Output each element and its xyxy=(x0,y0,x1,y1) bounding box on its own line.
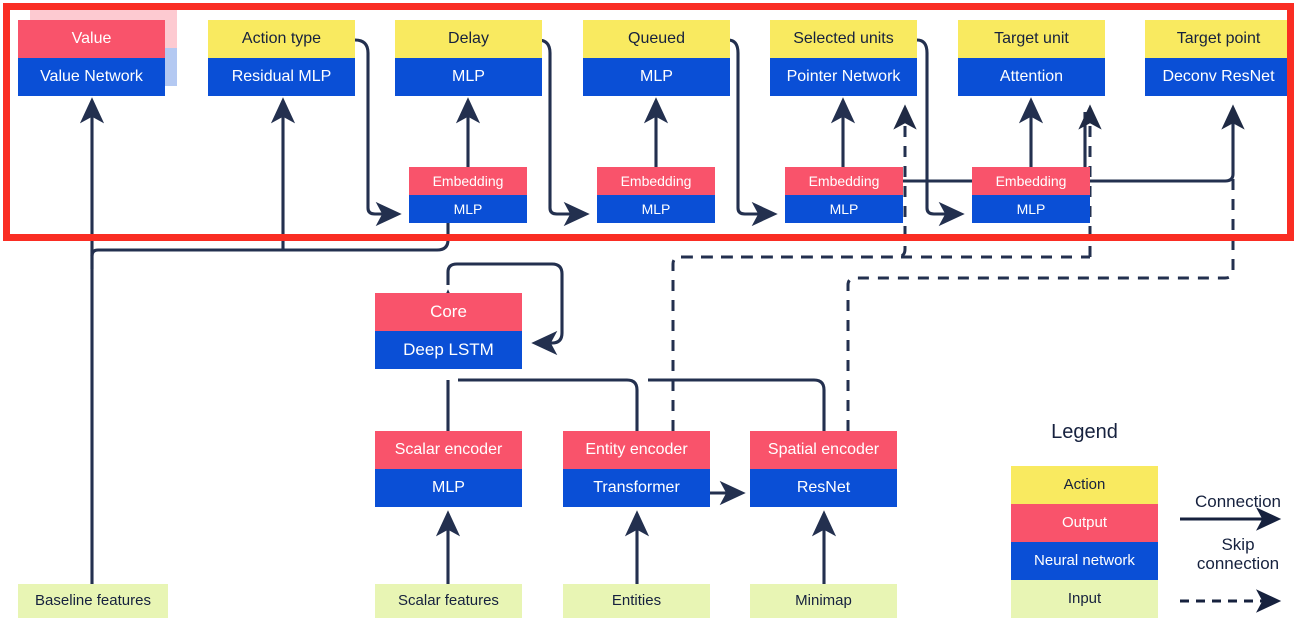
node-core[interactable]: Core Deep LSTM xyxy=(375,293,522,369)
node-selected-units[interactable]: Selected units Pointer Network xyxy=(770,20,917,96)
node-baseline-features[interactable]: Baseline features xyxy=(18,584,168,618)
node-entities-label: Entities xyxy=(563,584,710,618)
node-entity-encoder[interactable]: Entity encoder Transformer xyxy=(563,431,710,507)
node-scalar-features-label: Scalar features xyxy=(375,584,522,618)
node-target-point-action-label: Target point xyxy=(1145,20,1292,58)
node-embedding-1[interactable]: Embedding MLP xyxy=(409,167,527,223)
legend-swatch-input: Input xyxy=(1011,580,1158,618)
node-embedding-4-network-label: MLP xyxy=(972,195,1090,223)
node-embedding-3-network-label: MLP xyxy=(785,195,903,223)
node-entity-encoder-output-label: Entity encoder xyxy=(563,431,710,469)
node-value-action-label: Value xyxy=(18,20,165,58)
wire-spatial-encoder-to-bus xyxy=(648,378,826,431)
node-value[interactable]: Value Value Network xyxy=(18,20,165,96)
node-embedding-3-output-label: Embedding xyxy=(785,167,903,195)
node-target-unit-action-label: Target unit xyxy=(958,20,1105,58)
node-selected-units-action-label: Selected units xyxy=(770,20,917,58)
node-scalar-encoder-output-label: Scalar encoder xyxy=(375,431,522,469)
node-queued-network-label: MLP xyxy=(583,58,730,96)
node-minimap[interactable]: Minimap xyxy=(750,584,897,618)
node-queued-action-label: Queued xyxy=(583,20,730,58)
legend-swatch-stack: Action Output Neural network Input xyxy=(1011,466,1158,618)
node-target-point[interactable]: Target point Deconv ResNet xyxy=(1145,20,1292,96)
node-action-type-action-label: Action type xyxy=(208,20,355,58)
node-embedding-4-output-label: Embedding xyxy=(972,167,1090,195)
node-core-network-label: Deep LSTM xyxy=(375,331,522,369)
node-minimap-label: Minimap xyxy=(750,584,897,618)
legend-skip-label-line2: connection xyxy=(1196,554,1280,573)
wire-entity-encoder-to-bus xyxy=(458,378,639,431)
node-scalar-features[interactable]: Scalar features xyxy=(375,584,522,618)
node-spatial-encoder-network-label: ResNet xyxy=(750,469,897,507)
node-embedding-2-network-label: MLP xyxy=(597,195,715,223)
legend-swatch-output: Output xyxy=(1011,504,1158,542)
node-spatial-encoder[interactable]: Spatial encoder ResNet xyxy=(750,431,897,507)
node-entities[interactable]: Entities xyxy=(563,584,710,618)
node-embedding-2-output-label: Embedding xyxy=(597,167,715,195)
node-delay[interactable]: Delay MLP xyxy=(395,20,542,96)
node-target-unit-network-label: Attention xyxy=(958,58,1105,96)
node-scalar-encoder-network-label: MLP xyxy=(375,469,522,507)
node-action-type-network-label: Residual MLP xyxy=(208,58,355,96)
legend-swatch-neural-network: Neural network xyxy=(1011,542,1158,580)
node-embedding-1-network-label: MLP xyxy=(409,195,527,223)
legend-connection-label: Connection xyxy=(1194,492,1281,511)
node-scalar-encoder[interactable]: Scalar encoder MLP xyxy=(375,431,522,507)
legend-title: Legend xyxy=(1051,421,1118,443)
node-target-point-network-label: Deconv ResNet xyxy=(1145,58,1292,96)
node-target-unit[interactable]: Target unit Attention xyxy=(958,20,1105,96)
node-value-network-label: Value Network xyxy=(18,58,165,96)
selection-rectangle[interactable] xyxy=(3,3,1294,241)
node-action-type[interactable]: Action type Residual MLP xyxy=(208,20,355,96)
node-embedding-2[interactable]: Embedding MLP xyxy=(597,167,715,223)
node-baseline-features-label: Baseline features xyxy=(18,584,168,618)
node-embedding-4[interactable]: Embedding MLP xyxy=(972,167,1090,223)
legend-skip-label-line1: Skip xyxy=(1221,535,1255,554)
legend-swatch-action: Action xyxy=(1011,466,1158,504)
node-entity-encoder-network-label: Transformer xyxy=(563,469,710,507)
node-core-output-label: Core xyxy=(375,293,522,331)
node-delay-network-label: MLP xyxy=(395,58,542,96)
node-embedding-1-output-label: Embedding xyxy=(409,167,527,195)
node-spatial-encoder-output-label: Spatial encoder xyxy=(750,431,897,469)
node-queued[interactable]: Queued MLP xyxy=(583,20,730,96)
node-selected-units-network-label: Pointer Network xyxy=(770,58,917,96)
node-delay-action-label: Delay xyxy=(395,20,542,58)
node-embedding-3[interactable]: Embedding MLP xyxy=(785,167,903,223)
